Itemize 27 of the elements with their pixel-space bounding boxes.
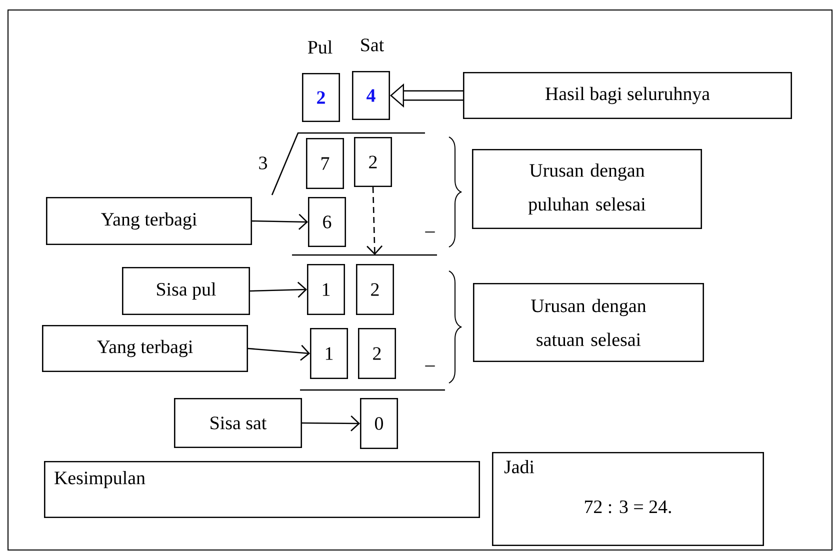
digit-box: 7 bbox=[306, 138, 344, 189]
answer-box: Jadi 72 : 3 = 24. bbox=[492, 452, 764, 546]
conclusion-box: Kesimpulan bbox=[44, 461, 480, 518]
digit-box: 1 bbox=[307, 264, 345, 315]
arrow bbox=[250, 282, 307, 298]
arrow bbox=[252, 214, 308, 230]
note-box: Urusan dengan puluhan selesai bbox=[472, 149, 702, 229]
digit-box: 2 bbox=[354, 137, 392, 187]
digit-box: 6 bbox=[308, 197, 346, 247]
digit-box: 2 bbox=[358, 328, 396, 379]
label-box: Sisa pul bbox=[122, 267, 250, 315]
label-box: Hasil bagi seluruhnya bbox=[463, 72, 792, 119]
digit-box: 0 bbox=[360, 398, 398, 449]
text-label: Pul bbox=[308, 40, 332, 54]
digit-box: 2 bbox=[356, 264, 394, 315]
arrow bbox=[366, 186, 383, 255]
label-box: Yang terbagi bbox=[46, 197, 252, 245]
label-box: Yang terbagi bbox=[42, 325, 248, 372]
label-box: Sisa sat bbox=[174, 398, 302, 448]
digit-box: 2 bbox=[302, 73, 340, 122]
arrow bbox=[302, 415, 360, 432]
arrow bbox=[248, 344, 310, 361]
text-label: Sat bbox=[361, 38, 384, 52]
digit-box: 1 bbox=[310, 328, 348, 379]
note-box: Urusan dengan satuan selesai bbox=[473, 283, 704, 362]
digit-box: 4 bbox=[352, 71, 390, 120]
text-label: 3 bbox=[259, 156, 267, 170]
